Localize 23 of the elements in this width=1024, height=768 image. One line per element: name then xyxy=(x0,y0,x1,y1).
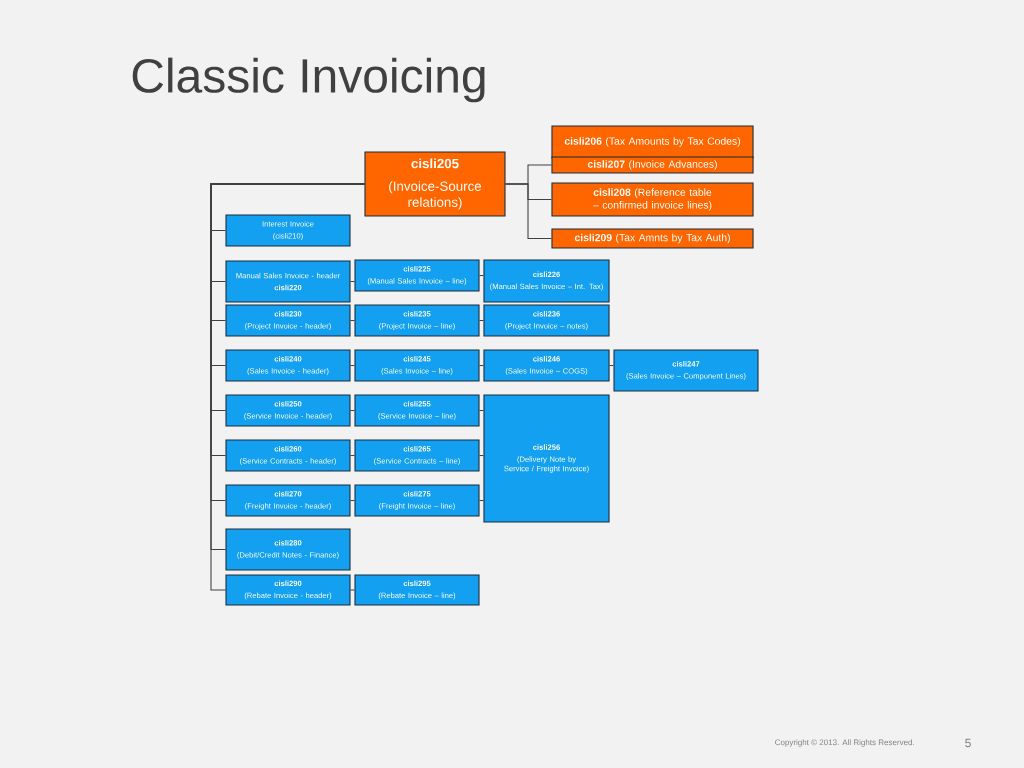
process-box: cisli206 (Tax Amounts by Tax Codes) xyxy=(551,125,754,159)
connector-line xyxy=(350,409,355,412)
connector-line xyxy=(609,364,614,367)
connector-line xyxy=(350,319,355,322)
connector-line xyxy=(350,280,355,283)
process-box: cisli207 (Invoice Advances) xyxy=(551,156,754,174)
connector-line xyxy=(479,364,484,367)
title: Classic Invoicing xyxy=(132,57,485,103)
connector-line xyxy=(479,409,484,412)
connector-line xyxy=(479,499,484,502)
connector-line xyxy=(479,274,484,277)
connector-line xyxy=(505,183,552,240)
connector-line xyxy=(350,589,355,591)
process-box: cisli205 (Invoice-Source relations) xyxy=(364,151,506,217)
connector-line xyxy=(350,364,355,367)
copyright-note: Copyright © 2013. All Rights Reserved. xyxy=(775,739,914,747)
connector-line xyxy=(479,454,484,457)
connector-line xyxy=(350,499,355,502)
page-number: 5 xyxy=(965,738,971,748)
process-box: cisli208 (Reference table – confirmed invoice lines) xyxy=(551,182,754,217)
process-box: cisli209 (Tax Amnts by Tax Auth) xyxy=(551,228,754,249)
connector-line xyxy=(479,319,484,322)
connector-line xyxy=(350,454,355,457)
